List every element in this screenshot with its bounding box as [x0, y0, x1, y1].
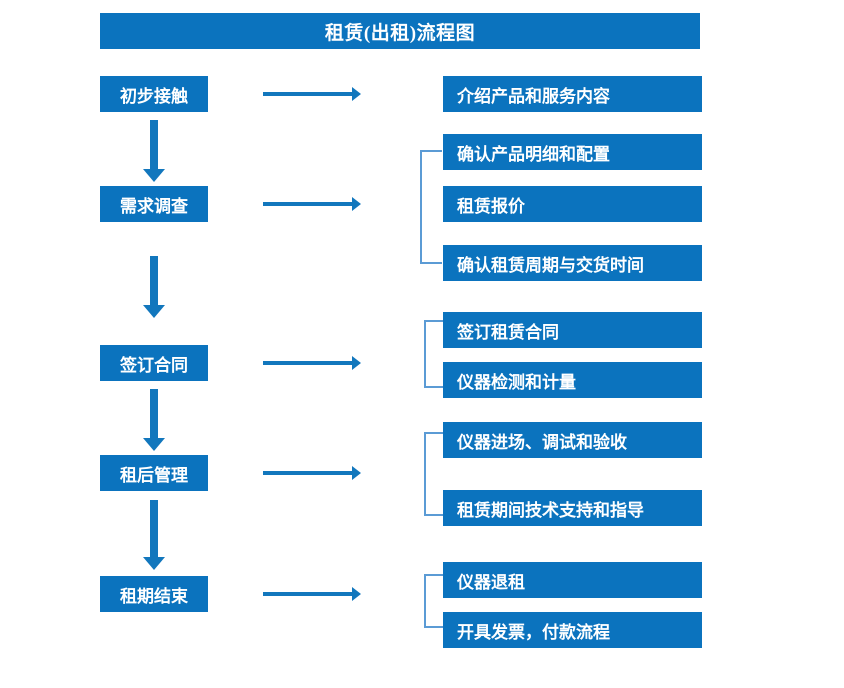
arrow-head [352, 587, 361, 601]
down-arrow-survey-to-contract [143, 256, 165, 318]
stage-box-needs-survey[interactable]: 需求调查 [100, 186, 208, 222]
arrow-head [352, 87, 361, 101]
stage-box-initial-contact[interactable]: 初步接触 [100, 76, 208, 112]
arrow-head [143, 305, 165, 318]
right-arrow-post-lease-management [263, 466, 361, 480]
arrow-shaft [263, 471, 352, 475]
detail-box-lease-quotation[interactable]: 租赁报价 [443, 186, 702, 222]
arrow-shaft [150, 500, 158, 557]
arrow-head [143, 169, 165, 182]
arrow-shaft [150, 120, 158, 169]
arrow-head [143, 557, 165, 570]
arrow-shaft [263, 361, 352, 365]
arrow-shaft [263, 592, 352, 596]
bracket-lease-end-group [424, 574, 444, 628]
detail-box-confirm-lease-period[interactable]: 确认租赁周期与交货时间 [443, 245, 702, 281]
down-arrow-contract-to-management [143, 389, 165, 451]
right-arrow-initial-contact [263, 87, 361, 101]
detail-box-instrument-return[interactable]: 仪器退租 [443, 562, 702, 598]
detail-box-instrument-inspection[interactable]: 仪器检测和计量 [443, 362, 702, 398]
down-arrow-contact-to-survey [143, 120, 165, 182]
arrow-head [143, 438, 165, 451]
arrow-shaft [263, 202, 352, 206]
right-arrow-needs-survey [263, 197, 361, 211]
down-arrow-management-to-lease-end [143, 500, 165, 570]
arrow-head [352, 466, 361, 480]
arrow-head [352, 356, 361, 370]
right-arrow-sign-contract [263, 356, 361, 370]
detail-box-sign-lease-contract[interactable]: 签订租赁合同 [443, 312, 702, 348]
detail-box-instrument-entry-commissioning[interactable]: 仪器进场、调试和验收 [443, 422, 702, 458]
right-arrow-lease-end [263, 587, 361, 601]
bracket-sign-contract-group [424, 320, 444, 388]
arrow-shaft [150, 256, 158, 305]
arrow-shaft [263, 92, 352, 96]
detail-box-confirm-product-details[interactable]: 确认产品明细和配置 [443, 134, 702, 170]
detail-box-invoice-payment[interactable]: 开具发票，付款流程 [443, 612, 702, 648]
detail-box-introduce-products[interactable]: 介绍产品和服务内容 [443, 76, 702, 112]
stage-box-sign-contract[interactable]: 签订合同 [100, 345, 208, 381]
bracket-needs-survey-group [420, 150, 442, 264]
bracket-post-lease-group [424, 432, 444, 516]
stage-box-post-lease-management[interactable]: 租后管理 [100, 455, 208, 491]
diagram-title: 租赁(出租)流程图 [100, 13, 700, 49]
arrow-head [352, 197, 361, 211]
arrow-shaft [150, 389, 158, 438]
stage-box-lease-end[interactable]: 租期结束 [100, 576, 208, 612]
detail-box-technical-support[interactable]: 租赁期间技术支持和指导 [443, 490, 702, 526]
